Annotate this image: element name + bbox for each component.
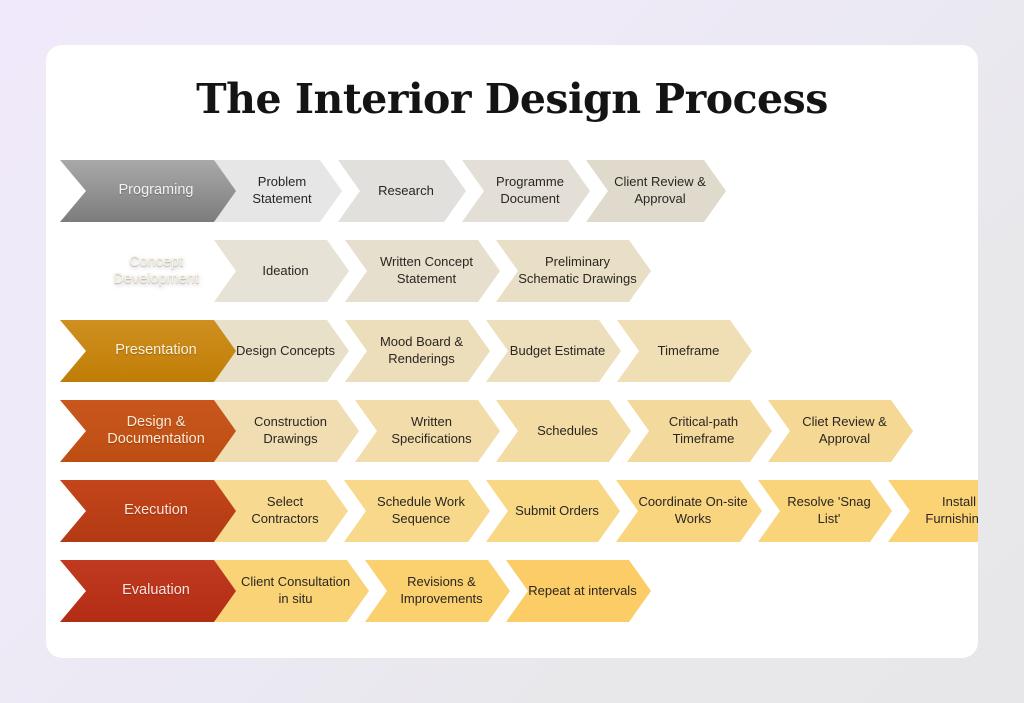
phase-step-design-concepts[interactable]: Design Concepts [214,320,349,382]
page-title: The Interior Design Process [196,75,828,123]
phase-label-text: Presentation [115,342,197,359]
phase-step-schedule-work-sequence[interactable]: Schedule Work Sequence [344,480,490,542]
phase-step-budget-estimate[interactable]: Budget Estimate [486,320,621,382]
phase-step-timeframe[interactable]: Timeframe [617,320,752,382]
phase-step-text: Preliminary Schematic Drawings [518,254,637,286]
phase-step-text: Timeframe [657,342,720,358]
phase-step-ideation[interactable]: Ideation [214,240,349,302]
phase-row: Design & Documentation Construction Drawi… [46,400,978,480]
phase-row: Concept Development Ideation Written Conce… [46,240,978,320]
phase-step-select-contractors[interactable]: Select Contractors [214,480,348,542]
phase-step-coordinate-on-site-works[interactable]: Coordinate On-site Works [616,480,762,542]
phase-step-text: Revisions & Improvements [400,574,483,606]
phase-label-text: Execution [124,502,188,519]
phase-step-text: Ideation [262,262,309,278]
phase-step-revisions-improvements[interactable]: Revisions & Improvements [365,560,510,622]
phase-step-submit-orders[interactable]: Submit Orders [486,480,620,542]
phase-step-text: Written Concept Statement [380,254,473,286]
phase-label-presentation[interactable]: Presentation [60,320,240,382]
phase-step-text: Schedule Work Sequence [377,494,465,526]
chevron-flow: Programing Problem Statement Research Progr… [46,160,978,640]
phase-step-text: Schedules [537,422,598,438]
phase-label-concept-development[interactable]: Concept Development [60,240,240,302]
phase-step-text: Repeat at intervals [528,582,637,598]
phase-step-schedules[interactable]: Schedules [496,400,631,462]
phase-row: Evaluation Client Consultation in situ Rev… [46,560,978,640]
phase-step-research[interactable]: Research [338,160,466,222]
phase-step-text: Mood Board & Renderings [379,334,464,366]
phase-step-text: Submit Orders [515,502,599,518]
phase-step-text: Construction Drawings [254,414,327,446]
phase-label-text: Concept Development [113,253,199,287]
phase-label-text: Design & Documentation [107,413,205,447]
phase-step-written-concept-statement[interactable]: Written Concept Statement [345,240,500,302]
phase-step-written-specifications[interactable]: Written Specifications [355,400,500,462]
phase-step-text: Research [378,182,434,198]
phase-step-text: Problem Statement [252,174,312,206]
phase-step-text: Install Furnishings [925,494,978,526]
phase-label-programing[interactable]: Programing [60,160,240,222]
phase-step-text: Resolve 'Snag List' [787,494,871,526]
phase-step-text: Programme Document [496,174,564,206]
phase-label-text: Evaluation [122,582,190,599]
phase-step-mood-board-renderings[interactable]: Mood Board & Renderings [345,320,490,382]
phase-step-text: Written Specifications [391,414,472,446]
phase-label-execution[interactable]: Execution [60,480,240,542]
phase-step-text: Critical-path Timeframe [668,414,739,446]
phase-label-text: Programing [118,182,194,199]
phase-step-text: Select Contractors [251,494,319,526]
phase-step-preliminary-schematic-drawings[interactable]: Preliminary Schematic Drawings [496,240,651,302]
phase-row: Presentation Design Concepts Mood Board & … [46,320,978,400]
phase-row: Programing Problem Statement Research Progr… [46,160,978,240]
phase-step-critical-path-timeframe[interactable]: Critical-path Timeframe [627,400,772,462]
phase-step-client-review-approval[interactable]: Client Review & Approval [586,160,726,222]
phase-step-text: Design Concepts [236,342,335,358]
phase-step-text: Budget Estimate [509,342,606,358]
phase-step-programme-document[interactable]: Programme Document [462,160,590,222]
phase-label-evaluation[interactable]: Evaluation [60,560,240,622]
phase-step-text: Cliet Review & Approval [802,414,887,446]
phase-step-resolve-snag-list[interactable]: Resolve 'Snag List' [758,480,892,542]
phase-step-construction-drawings[interactable]: Construction Drawings [214,400,359,462]
phase-step-text: Client Consultation in situ [240,574,351,606]
phase-step-text: Coordinate On-site Works [638,494,748,526]
phase-step-client-consultation-in-situ[interactable]: Client Consultation in situ [214,560,369,622]
phase-row: Execution Select Contractors Schedule Work… [46,480,978,560]
phase-step-install-furnishings[interactable]: Install Furnishings [888,480,978,542]
phase-step-text: Client Review & Approval [614,174,706,206]
phase-label-design-documentation[interactable]: Design & Documentation [60,400,240,462]
phase-step-repeat-at-intervals[interactable]: Repeat at intervals [506,560,651,622]
phase-step-cliet-review-approval[interactable]: Cliet Review & Approval [768,400,913,462]
